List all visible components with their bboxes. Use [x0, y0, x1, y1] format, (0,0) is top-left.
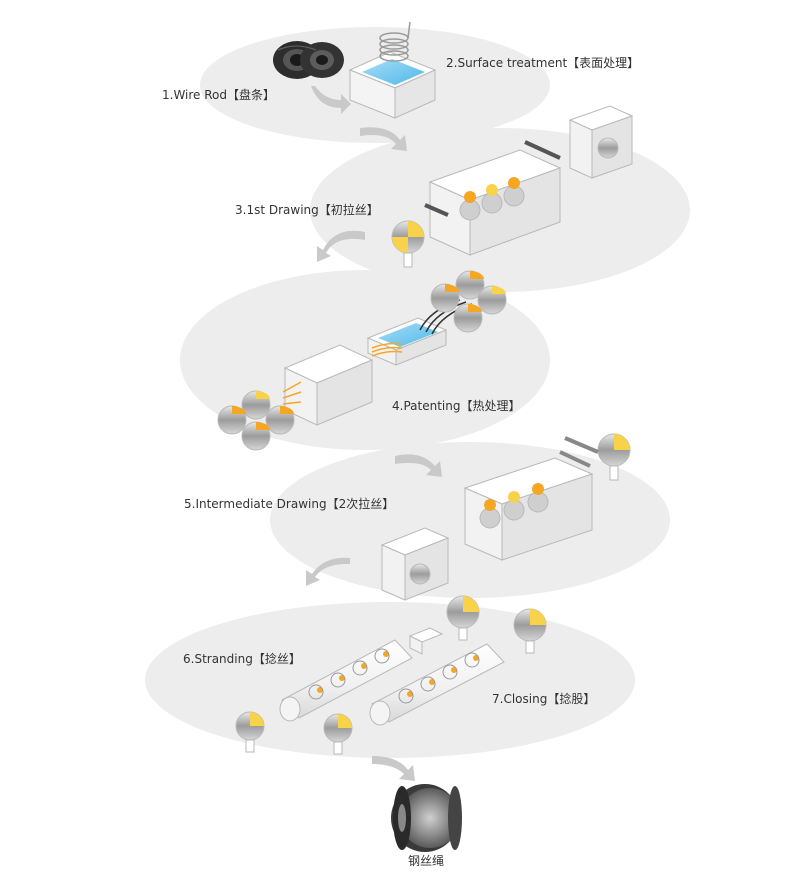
step-2-label: 2.Surface treatment【表面处理】: [446, 56, 640, 70]
surface-treatment-tank-icon: [348, 21, 437, 119]
arrow-2-to-3: [360, 127, 407, 151]
final-product-label: 钢丝绳: [408, 854, 445, 868]
patenting-spools-left: [217, 390, 295, 451]
stranding-spools: [235, 595, 547, 755]
intermediate-drawing-machine-icon: [380, 433, 631, 601]
steel-wire-rope-reel-icon: [391, 784, 462, 852]
step-3-label: 3.1st Drawing【初拉丝】: [235, 203, 379, 217]
first-drawing-machine-icon: [391, 105, 634, 268]
arrow-7-to-product: [372, 756, 415, 781]
arrow-4-to-5: [395, 454, 442, 477]
step-4-label: 4.Patenting【热处理】: [392, 399, 521, 413]
arrow-5-to-6: [306, 557, 350, 586]
step-7-label: 7.Closing【捻股】: [492, 692, 596, 706]
blob-stage-6-7: [145, 602, 635, 758]
stranding-machine-icon: [279, 639, 413, 722]
step-5-label: 5.Intermediate Drawing【2次拉丝】: [184, 497, 395, 511]
arrow-3-to-4: [317, 230, 365, 262]
closing-machine-icon: [369, 627, 505, 726]
step-1-label: 1.Wire Rod【盘条】: [162, 88, 276, 102]
step-6-label: 6.Stranding【捻丝】: [183, 652, 301, 666]
drawing-blocks: [459, 177, 525, 221]
patenting-spools-right: [430, 270, 507, 333]
flow-arrows: [306, 86, 442, 781]
patenting-furnace-icon: [282, 299, 473, 426]
arrow-1-to-2: [311, 86, 351, 114]
wire-rod-coils-icon: [273, 41, 344, 79]
